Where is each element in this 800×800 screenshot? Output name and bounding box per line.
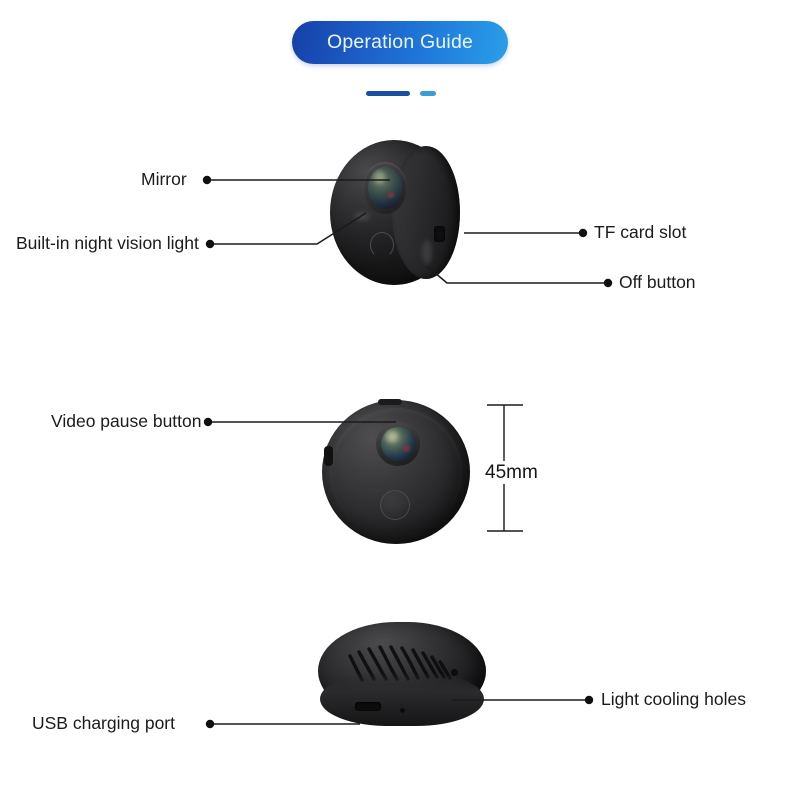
label-video-pause-button: Video pause button (51, 411, 202, 431)
lens-glint (374, 171, 385, 184)
side-hole (451, 669, 458, 676)
leader-dot-off-button (603, 278, 613, 288)
leader-dot-cooling-holes (584, 695, 594, 705)
camera-bottom-edge (320, 672, 484, 726)
lens-glint (386, 431, 398, 442)
off-button-shape (370, 232, 394, 258)
leader-dot-usb-port (205, 719, 215, 729)
dash-long (366, 91, 410, 96)
bottom-hole (400, 708, 405, 713)
lens-red-reflection (388, 192, 394, 198)
leader-dot-tf-card-slot (578, 228, 588, 238)
page-title: Operation Guide (326, 31, 474, 53)
night-vision-light (354, 212, 370, 221)
label-light-cooling-holes: Light cooling holes (601, 689, 746, 709)
leader-dot-video-pause (203, 417, 213, 427)
dash-short (420, 91, 436, 96)
front-button-shape (380, 490, 410, 520)
lens-red-reflection (403, 445, 410, 452)
label-off-button: Off button (619, 272, 696, 292)
label-usb-charging-port: USB charging port (32, 713, 175, 733)
label-mirror: Mirror (141, 169, 187, 189)
usb-charging-port-shape (355, 702, 381, 711)
camera-side-rim (392, 146, 460, 279)
header-dash-decoration (366, 90, 446, 98)
top-notch (378, 399, 402, 405)
operation-guide-header-pill: Operation Guide (292, 21, 508, 64)
tf-card-slot-shape (434, 226, 445, 242)
camera-lens (381, 427, 415, 461)
label-dimension-45mm: 45mm (481, 461, 542, 484)
leader-dot-night-vision (205, 239, 215, 249)
mirror-lens (368, 167, 402, 209)
camera-angled-view (330, 140, 470, 285)
video-pause-button-shape (324, 446, 333, 466)
label-night-vision: Built-in night vision light (16, 233, 199, 253)
camera-front-view (322, 399, 472, 550)
side-sheen (422, 240, 432, 264)
camera-rear-view (318, 622, 488, 732)
leader-dot-mirror (202, 175, 212, 185)
label-tf-card-slot: TF card slot (594, 222, 687, 242)
